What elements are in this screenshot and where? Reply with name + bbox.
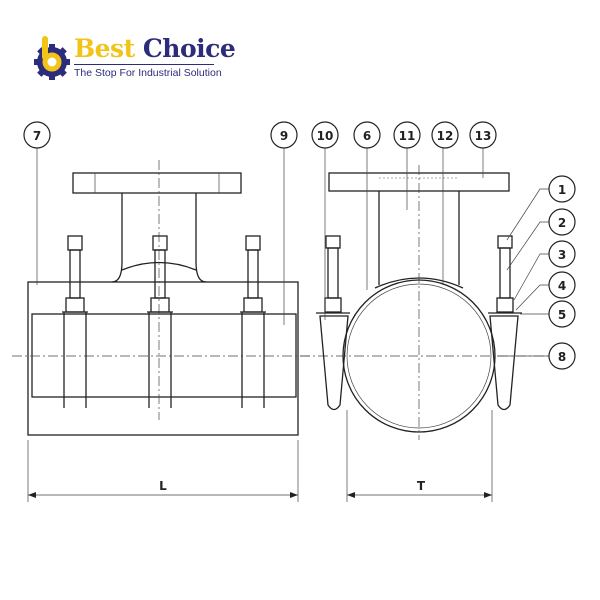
- callout-10: 10: [311, 121, 339, 149]
- gear-key-icon: [34, 36, 70, 80]
- svg-text:2: 2: [558, 216, 566, 230]
- bolts: [62, 235, 266, 408]
- callout-4: 4: [548, 271, 576, 299]
- callout-2: 2: [548, 208, 576, 236]
- lug-right: [488, 235, 522, 411]
- callout-1: 1: [548, 175, 576, 203]
- svg-text:4: 4: [558, 279, 566, 293]
- pipe: [342, 279, 496, 433]
- svg-text:10: 10: [317, 129, 334, 143]
- svg-text:3: 3: [558, 248, 566, 262]
- clamp-body: [27, 281, 299, 436]
- callout-13: 13: [469, 121, 497, 149]
- svg-text:13: 13: [475, 129, 492, 143]
- callout-3: 3: [548, 240, 576, 268]
- bolt: [240, 235, 266, 408]
- clamp-band: [31, 313, 297, 398]
- branch-neck: [111, 193, 207, 283]
- svg-text:11: 11: [399, 129, 416, 143]
- svg-text:7: 7: [33, 129, 41, 143]
- callout-7: 7: [23, 121, 51, 149]
- brand-best: Best: [74, 34, 135, 63]
- svg-text:12: 12: [437, 129, 454, 143]
- dimension-l-label: L: [159, 479, 167, 493]
- callout-9: 9: [270, 121, 298, 149]
- bolt: [62, 235, 88, 408]
- lug-left: [316, 235, 350, 411]
- bolt: [147, 235, 173, 408]
- callout-11: 11: [393, 121, 421, 149]
- front-view: T: [300, 148, 550, 502]
- callout-8: 8: [548, 342, 576, 370]
- svg-text:8: 8: [558, 350, 566, 364]
- brand-choice: Choice: [142, 34, 236, 63]
- callout-5: 5: [548, 300, 576, 328]
- brand-rule: [74, 64, 214, 65]
- dimension-t-label: T: [417, 479, 426, 493]
- svg-text:5: 5: [558, 308, 566, 322]
- svg-text:1: 1: [558, 183, 566, 197]
- svg-text:6: 6: [363, 129, 371, 143]
- callout-6: 6: [353, 121, 381, 149]
- svg-text:9: 9: [280, 129, 288, 143]
- brand-name: Best Choice: [74, 34, 236, 63]
- side-view: L: [12, 148, 312, 502]
- flange: [72, 172, 242, 194]
- callout-12: 12: [431, 121, 459, 149]
- brand-tagline: The Stop For Industrial Solution: [74, 67, 222, 79]
